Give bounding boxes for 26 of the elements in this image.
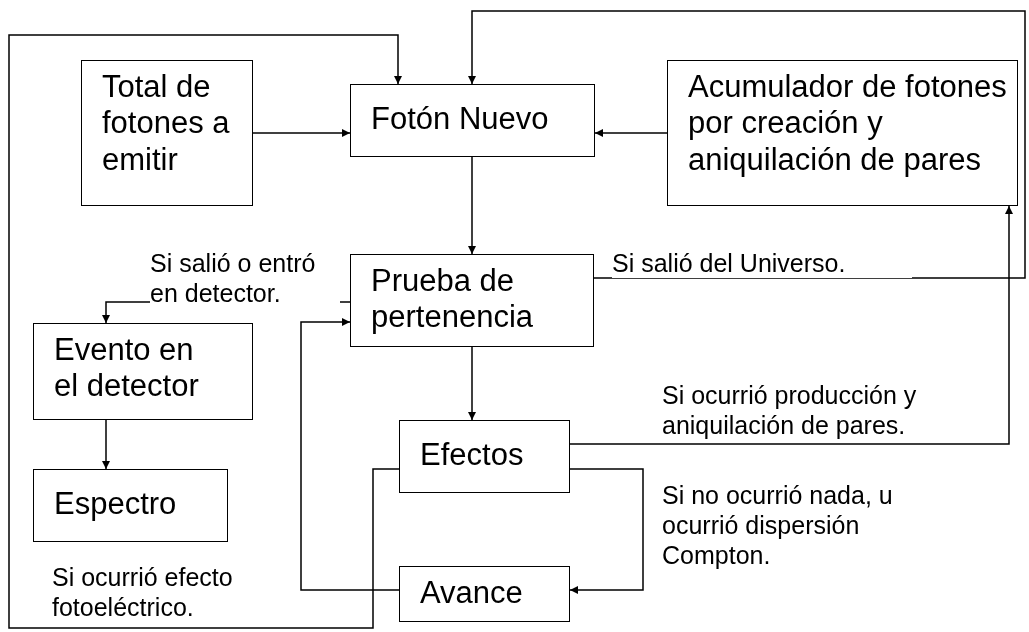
arrow <box>594 129 668 137</box>
process-box <box>399 420 570 493</box>
box-label: Efectos <box>420 437 525 474</box>
arrow <box>569 468 644 594</box>
box-label: Prueba de pertenencia <box>371 263 534 336</box>
arrow <box>8 34 402 629</box>
process-box <box>399 566 570 622</box>
process-box <box>350 84 595 157</box>
arrow <box>569 205 1013 445</box>
box-label: Evento en el detector <box>54 332 200 405</box>
box-label: Fotón Nuevo <box>371 101 550 138</box>
arrow <box>468 346 476 421</box>
arrow <box>468 10 1026 279</box>
box-label: Espectro <box>54 486 178 523</box>
box-label: Acumulador de fotones por creación y aniquilación de pares <box>688 69 1008 178</box>
box-label: Avance <box>420 575 524 612</box>
arrow <box>252 129 351 137</box>
arrow <box>300 318 400 591</box>
process-box <box>81 60 253 206</box>
process-box <box>33 323 253 420</box>
process-box <box>33 469 228 542</box>
box-label: Total de fotones a emitir <box>102 69 231 178</box>
process-box <box>350 254 594 347</box>
process-box <box>667 60 1018 206</box>
arrow <box>468 156 476 255</box>
arrow <box>102 419 110 470</box>
